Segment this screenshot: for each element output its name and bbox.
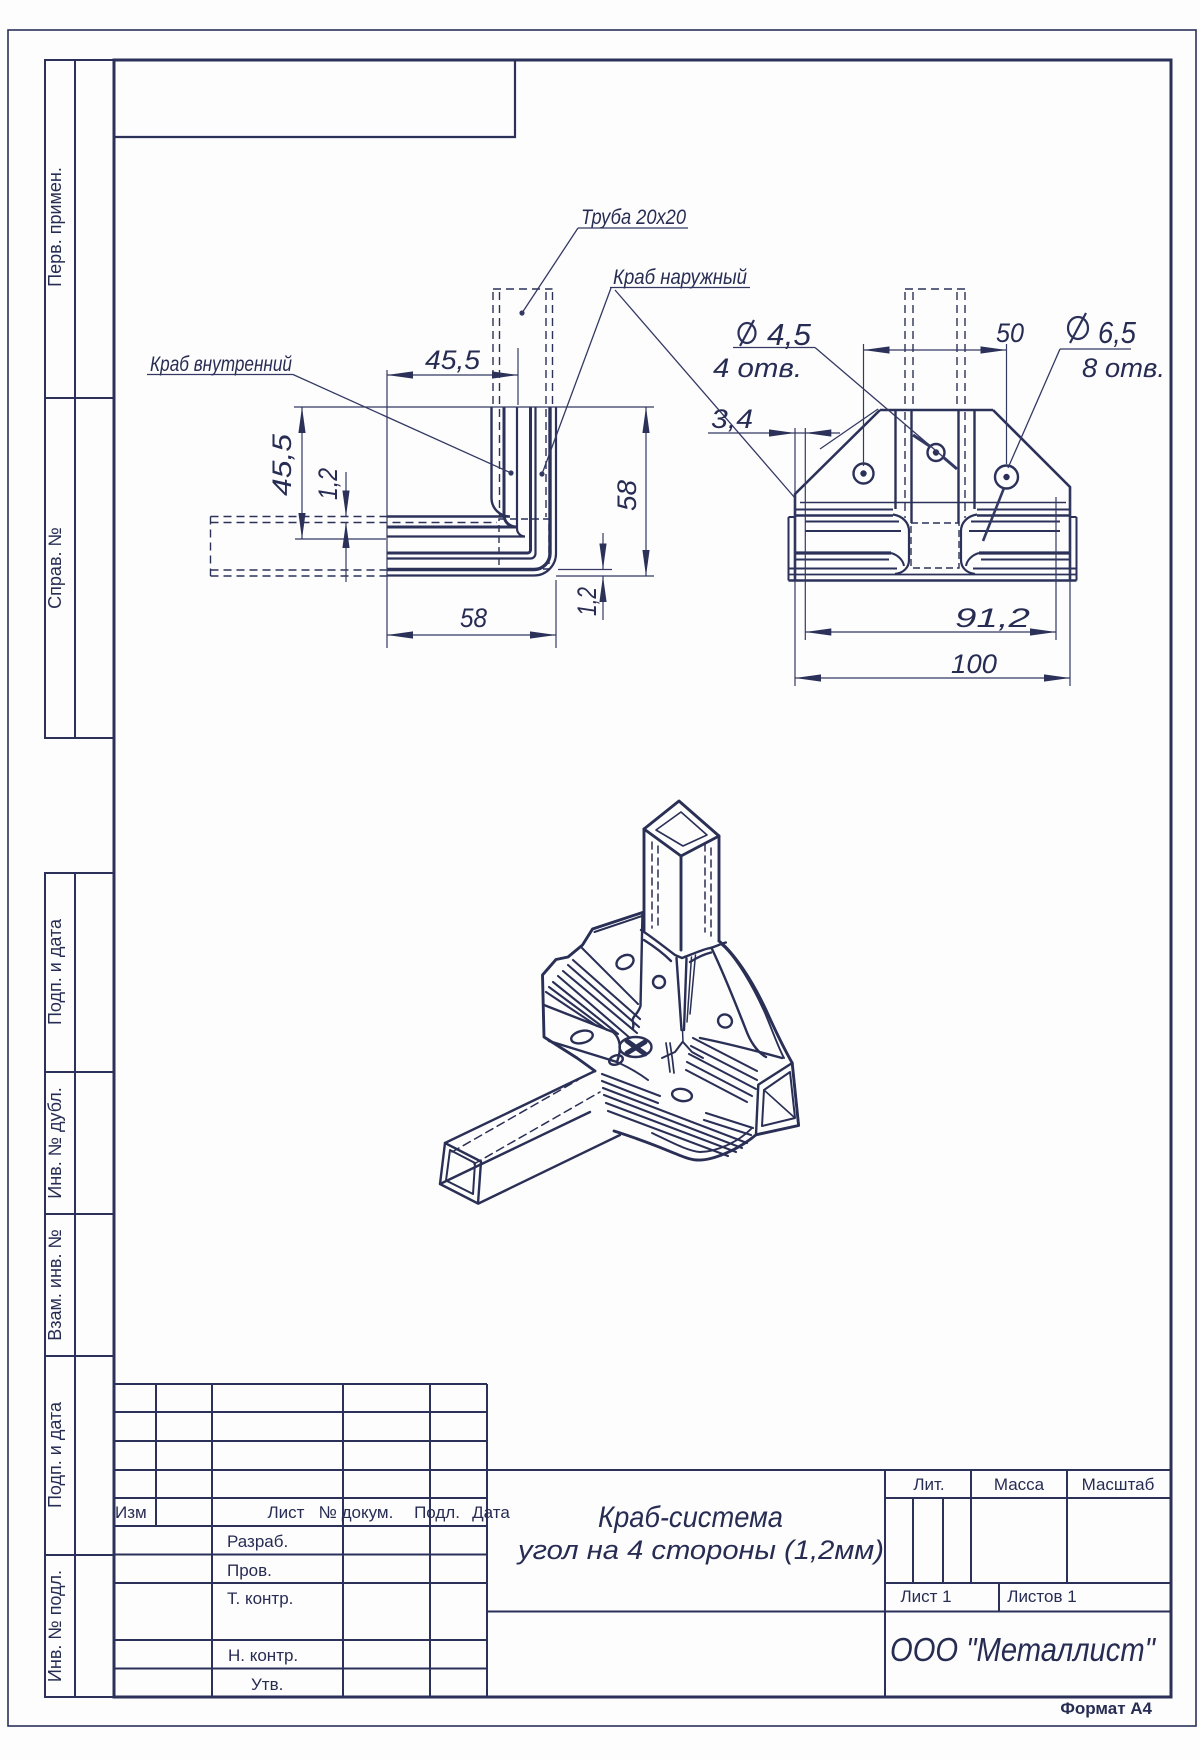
svg-text:Разраб.: Разраб. [227,1532,288,1551]
svg-text:ООО "Металлист": ООО "Металлист" [890,1631,1156,1668]
svg-text:100: 100 [951,649,997,679]
svg-text:Формат А4: Формат А4 [1060,1699,1152,1718]
svg-text:4 отв.: 4 отв. [713,353,802,383]
svg-text:Утв.: Утв. [251,1675,283,1694]
svg-text:50: 50 [996,318,1024,348]
svg-text:Лист: Лист [268,1503,305,1522]
svg-text:Подп. и дата: Подп. и дата [45,918,65,1025]
svg-text:45,5: 45,5 [425,345,481,375]
svg-text:Краб наружный: Краб наружный [613,266,747,289]
svg-text:Труба 20х20: Труба 20х20 [581,206,686,229]
svg-text:Инв. № дубл.: Инв. № дубл. [45,1087,65,1198]
svg-text:Н. контр.: Н. контр. [228,1646,298,1665]
svg-text:4,5: 4,5 [767,317,812,352]
svg-text:Краб внутренний: Краб внутренний [150,353,292,376]
svg-text:Пров.: Пров. [227,1561,272,1580]
svg-text:Т. контр.: Т. контр. [227,1589,293,1608]
svg-text:91,2: 91,2 [955,603,1030,633]
svg-text:угол на 4 стороны (1,2мм): угол на 4 стороны (1,2мм) [516,1535,884,1565]
svg-text:Масса: Масса [994,1475,1045,1494]
svg-text:Подп. и дата: Подп. и дата [45,1401,65,1508]
svg-text:Взам. инв. №: Взам. инв. № [45,1229,65,1341]
svg-text:6,5: 6,5 [1098,315,1137,350]
svg-text:Краб-система: Краб-система [598,1501,783,1534]
svg-text:1,2: 1,2 [313,468,343,500]
svg-text:1,2: 1,2 [572,587,602,616]
svg-text:Подл.: Подл. [414,1503,460,1522]
svg-text:Листов 1: Листов 1 [1007,1587,1076,1606]
svg-text:58: 58 [612,480,642,511]
svg-text:Лист 1: Лист 1 [900,1587,951,1606]
svg-text:3,4: 3,4 [711,404,753,434]
svg-text:Лит.: Лит. [913,1475,944,1494]
svg-text:8 отв.: 8 отв. [1082,353,1165,383]
svg-text:№ докум.: № докум. [319,1503,394,1522]
svg-text:Перв. примен.: Перв. примен. [45,167,65,287]
svg-text:Дата: Дата [472,1503,510,1522]
svg-text:Справ. №: Справ. № [45,527,65,609]
svg-text:Изм: Изм [115,1503,147,1522]
svg-text:58: 58 [460,603,487,633]
svg-text:45,5: 45,5 [267,433,297,496]
svg-text:Масштаб: Масштаб [1082,1475,1155,1494]
svg-text:Инв. № подл.: Инв. № подл. [45,1570,65,1682]
